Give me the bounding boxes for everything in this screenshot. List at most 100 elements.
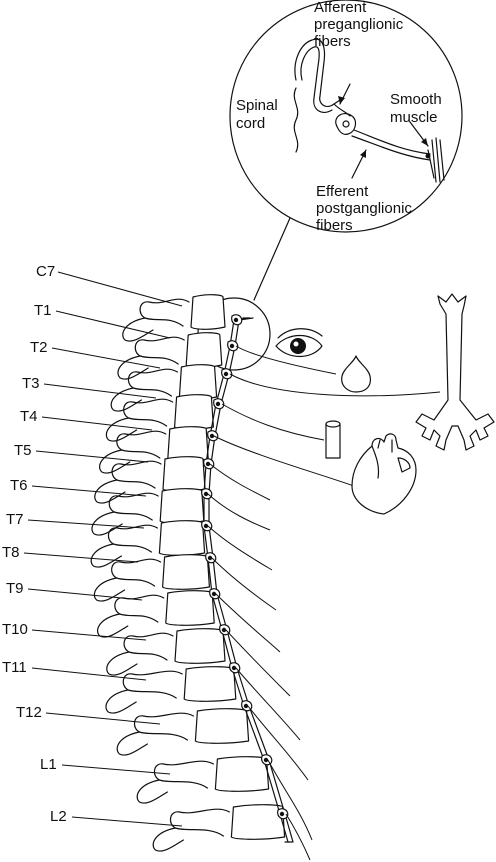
ganglion-dot (207, 555, 213, 561)
nerve-fiber-line (213, 435, 355, 487)
inset-circle (229, 0, 463, 233)
ganglion-icon (335, 112, 357, 135)
vertebra-label-t1: T1 (34, 302, 52, 319)
ganglion-dot (263, 757, 269, 763)
vertebra-label-t5: T5 (14, 442, 32, 459)
vertebra-leader-line (31, 629, 147, 641)
vertebral-process (108, 492, 159, 521)
nerve-fiber-line (207, 525, 273, 571)
vertebra-leader-line (55, 310, 171, 339)
vertebra-leader-line (35, 450, 149, 463)
vertebra-label-t7: T7 (6, 511, 24, 528)
smooth-muscle-icon (425, 137, 445, 183)
vertebral-body (174, 628, 226, 664)
vertebral-process (133, 712, 194, 741)
ganglion-dot (215, 401, 221, 407)
smooth-muscle-arrow (409, 121, 429, 147)
vertebral-body (183, 666, 237, 702)
vertebra-label-t10: T10 (2, 621, 28, 638)
spinous-process (98, 449, 131, 474)
vertebra-label-t2: T2 (30, 339, 48, 356)
ganglion-dot (229, 343, 235, 349)
vertebral-process (116, 430, 167, 459)
vertebra-label-c7: C7 (36, 263, 55, 280)
efferent-fiber-line (353, 129, 431, 155)
spinous-process (96, 613, 129, 638)
spinous-process (106, 651, 138, 676)
afferent-label-1: Afferent (314, 0, 367, 16)
vertebra-leader-line (41, 416, 153, 431)
vertebra-label-t8: T8 (2, 544, 20, 561)
spinous-process (122, 317, 154, 342)
spinous-process (91, 511, 123, 536)
spinous-process (136, 779, 168, 804)
vertebra-label-t9: T9 (6, 580, 24, 597)
ganglion-dot (209, 433, 215, 439)
vertebra-leader-line (45, 712, 161, 725)
nerve-fiber-line (235, 345, 337, 375)
vertebra-leader-line (43, 383, 157, 399)
spinal-column (90, 294, 286, 852)
vertebra-label-t4: T4 (20, 408, 38, 425)
nerve-fiber-line (221, 403, 325, 441)
vertebral-process (122, 670, 183, 699)
vertebral-body (158, 520, 206, 556)
vertebra-leader-line (31, 485, 147, 497)
nerve-fiber-line (235, 667, 301, 741)
spinal-cord-wave-icon (293, 87, 299, 153)
vertebra-leader-line (51, 347, 161, 369)
bronchial-tree-icon (415, 293, 495, 451)
nerve-fiber-line (285, 813, 311, 861)
eye-icon (275, 328, 323, 358)
inset-magnified-view: Afferent preganglionic fibers Spinal cor… (229, 0, 463, 301)
vertebral-body (162, 554, 210, 590)
vertebral-process (123, 398, 174, 427)
efferent-label-3: fibers (316, 217, 353, 234)
afferent-arrow (338, 83, 351, 105)
vertebra-label-t11: T11 (2, 659, 27, 676)
nerve-fiber-line (225, 629, 291, 697)
vertebra-leader-line (71, 816, 183, 827)
vertebra-label-l2: L2 (50, 808, 67, 825)
ganglion-dot (231, 665, 237, 671)
spinous-process (105, 689, 137, 714)
spinous-process (117, 355, 149, 380)
inset-connector-line (253, 217, 291, 301)
nerve-fibers (207, 345, 441, 861)
vertebral-body (174, 394, 214, 430)
vertebral-process (107, 524, 158, 553)
vertebra-leader-line (61, 764, 171, 775)
spinal-cord-loop-icon (294, 38, 341, 108)
spinous-process (105, 417, 138, 442)
afferent-label-3: fibers (314, 33, 351, 50)
nerve-fiber-line (247, 705, 309, 781)
ganglion-dot (233, 317, 239, 323)
vertebral-body (230, 804, 286, 840)
afferent-label-2: preganglionic (314, 16, 404, 33)
efferent-label-1: Efferent (316, 183, 369, 200)
vessel-icon (325, 420, 341, 459)
vertebral-process (169, 808, 230, 837)
ganglion-dot (221, 627, 227, 633)
spinous-process (110, 387, 142, 412)
vertebral-process (153, 760, 214, 789)
vertebral-body (214, 756, 270, 792)
spinous-process (94, 479, 126, 504)
smooth-label-2: muscle (390, 109, 438, 126)
vertebra-leader-line (27, 588, 143, 601)
vertebra-leader-line (23, 552, 139, 563)
nerve-fiber-line (267, 759, 313, 841)
vertebra-label-l1: L1 (40, 756, 57, 773)
vertebral-body (165, 590, 215, 626)
vertebra-leader-line (31, 667, 147, 681)
ganglion-dot (211, 591, 217, 597)
ganglion-dot (203, 491, 209, 497)
nerve-fiber-line (229, 373, 441, 397)
vertebral-body (185, 332, 223, 368)
spinal-label-1: Spinal (236, 97, 278, 114)
vertebral-body (190, 294, 226, 330)
vertebral-body (159, 488, 205, 524)
vertebra-label-t3: T3 (22, 375, 40, 392)
ganglion-dot (205, 461, 211, 467)
